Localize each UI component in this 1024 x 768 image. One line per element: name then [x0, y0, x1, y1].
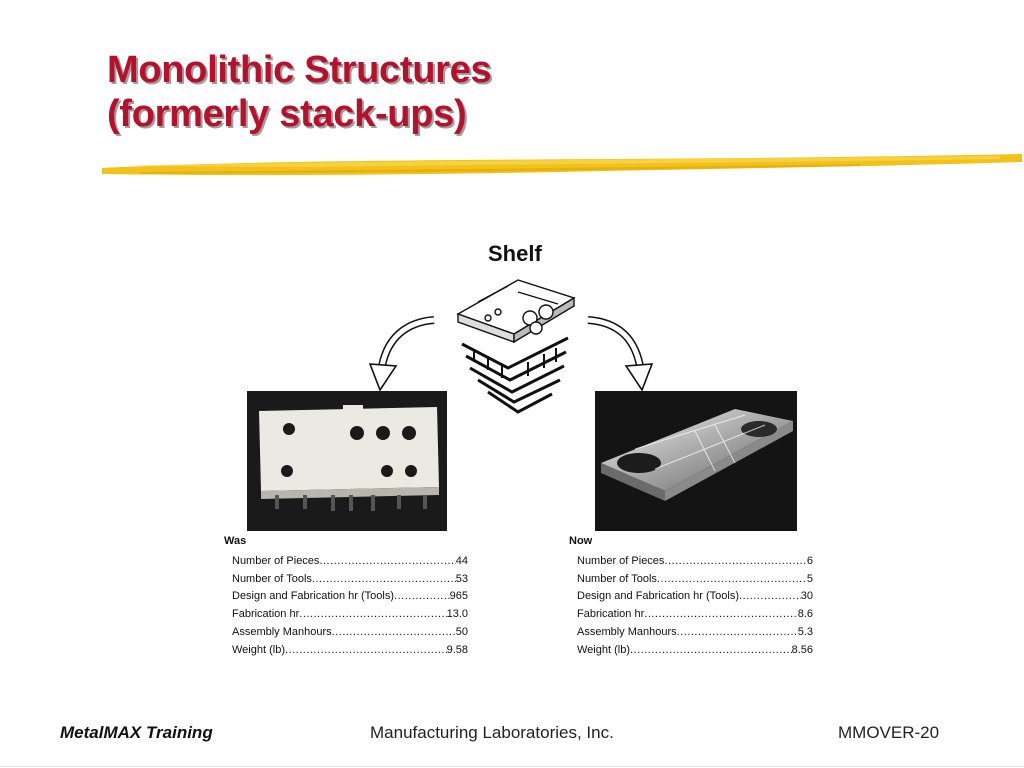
- now-monolithic-photo: [595, 391, 797, 531]
- now-stat-list: Number of Pieces6 Number of Tools5 Desig…: [569, 553, 813, 659]
- footer-course-name: MetalMAX Training: [60, 723, 213, 742]
- footer-divider: [0, 766, 1024, 767]
- footer-slide-code: MMOVER-20: [838, 723, 940, 742]
- stat-row: Fabrication hr8.6: [577, 606, 813, 624]
- shelf-label: Shelf: [488, 241, 542, 266]
- was-stats: Was Number of Pieces44 Number of Tools53…: [224, 535, 468, 659]
- title-line-1: Monolithic Structures: [107, 49, 492, 91]
- was-stat-list: Number of Pieces44 Number of Tools53 Des…: [224, 553, 468, 659]
- stat-row: Fabrication hr13.0: [232, 606, 468, 624]
- was-heading: Was: [224, 535, 247, 547]
- stat-row: Assembly Manhours5.3: [577, 624, 813, 642]
- stat-row: Design and Fabrication hr (Tools)30: [577, 588, 813, 606]
- title-line-2: (formerly stack-ups): [107, 93, 467, 135]
- stat-row: Weight (lb)8.56: [577, 642, 813, 660]
- stat-row: Assembly Manhours50: [232, 624, 468, 642]
- title-underline-brushstroke: [102, 154, 1022, 176]
- now-heading: Now: [569, 535, 593, 547]
- stat-row: Number of Tools53: [232, 571, 468, 589]
- exploded-shelf-drawing: [456, 279, 576, 414]
- slide-title: Monolithic Structures (formerly stack-up…: [107, 48, 492, 136]
- stat-row: Weight (lb)9.58: [232, 642, 468, 660]
- stat-row: Number of Tools5: [577, 571, 813, 589]
- arrow-to-was-icon: [368, 316, 435, 392]
- now-stats: Now Number of Pieces6 Number of Tools5 D…: [569, 535, 813, 659]
- stat-row: Design and Fabrication hr (Tools)965: [232, 588, 468, 606]
- footer-company: Manufacturing Laboratories, Inc.: [370, 723, 614, 742]
- arrow-to-now-icon: [587, 316, 654, 392]
- stat-row: Number of Pieces6: [577, 553, 813, 571]
- stat-row: Number of Pieces44: [232, 553, 468, 571]
- was-assembly-photo: [247, 391, 447, 531]
